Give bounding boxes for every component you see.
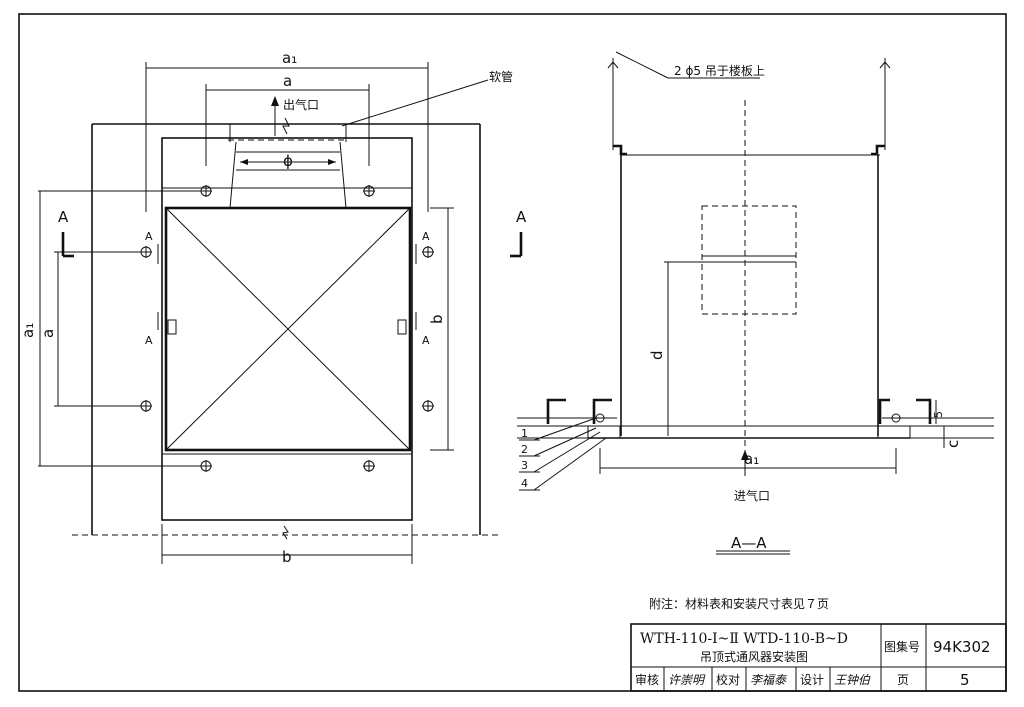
mark-a-2: A [145,334,153,347]
outlet-label: 出气口 [283,97,319,112]
section-title: A—A [731,534,767,552]
section-dim-d: d [648,350,666,360]
hose-label: 软管 [489,69,513,84]
callout-2: 2 [521,443,528,456]
section-mark-right: A [516,208,527,226]
plan-dim-b: b [282,548,292,566]
tb-atlas-label: 图集号 [884,639,920,654]
tb-review-label: 审核 [635,672,659,687]
phi-label: ϕ [283,152,293,170]
tb-page-label: 页 [897,673,909,687]
sheet-border [18,13,1007,692]
right-dim-b: b [428,314,446,324]
hanger-label: 2 ϕ5 吊于楼板上 [674,63,765,78]
tb-atlas-no: 94K302 [933,638,991,656]
mark-a-3: A [422,230,430,243]
tb-review-sig: 许崇明 [668,673,706,687]
tb-design-label: 设计 [800,673,824,687]
callout-1: 1 [521,427,528,440]
tb-design-sig: 王钟伯 [834,673,871,687]
plan-view [38,62,523,564]
title-block [630,623,1007,692]
section-dim-5: 5 [932,411,945,418]
section-mark-left: A [58,208,69,226]
callout-3: 3 [521,459,528,472]
section-dim-c: c [944,440,962,448]
plan-dim-a: a [283,72,292,90]
plan-dim-a1: a₁ [282,49,297,67]
bolt-holes [140,185,434,472]
left-dim-a: a [39,329,57,338]
inlet-label: 进气口 [734,488,770,503]
tb-page-no: 5 [960,671,970,689]
section-view [517,51,994,555]
section-dim-a1: a₁ [744,450,759,468]
left-dim-a1: a₁ [19,323,37,338]
callout-4: 4 [521,477,528,490]
tb-check-label: 校对 [716,672,740,687]
tb-title-line2: 吊顶式通风器安装图 [700,649,808,664]
tb-title-line1: WTH-110-Ⅰ~Ⅱ WTD-110-B~D [640,631,848,647]
mark-a-4: A [422,334,430,347]
note-text: 附注：材料表和安装尺寸表见７页 [649,596,829,611]
tb-check-sig: 李福泰 [750,673,788,687]
mark-a-1: A [145,230,153,243]
